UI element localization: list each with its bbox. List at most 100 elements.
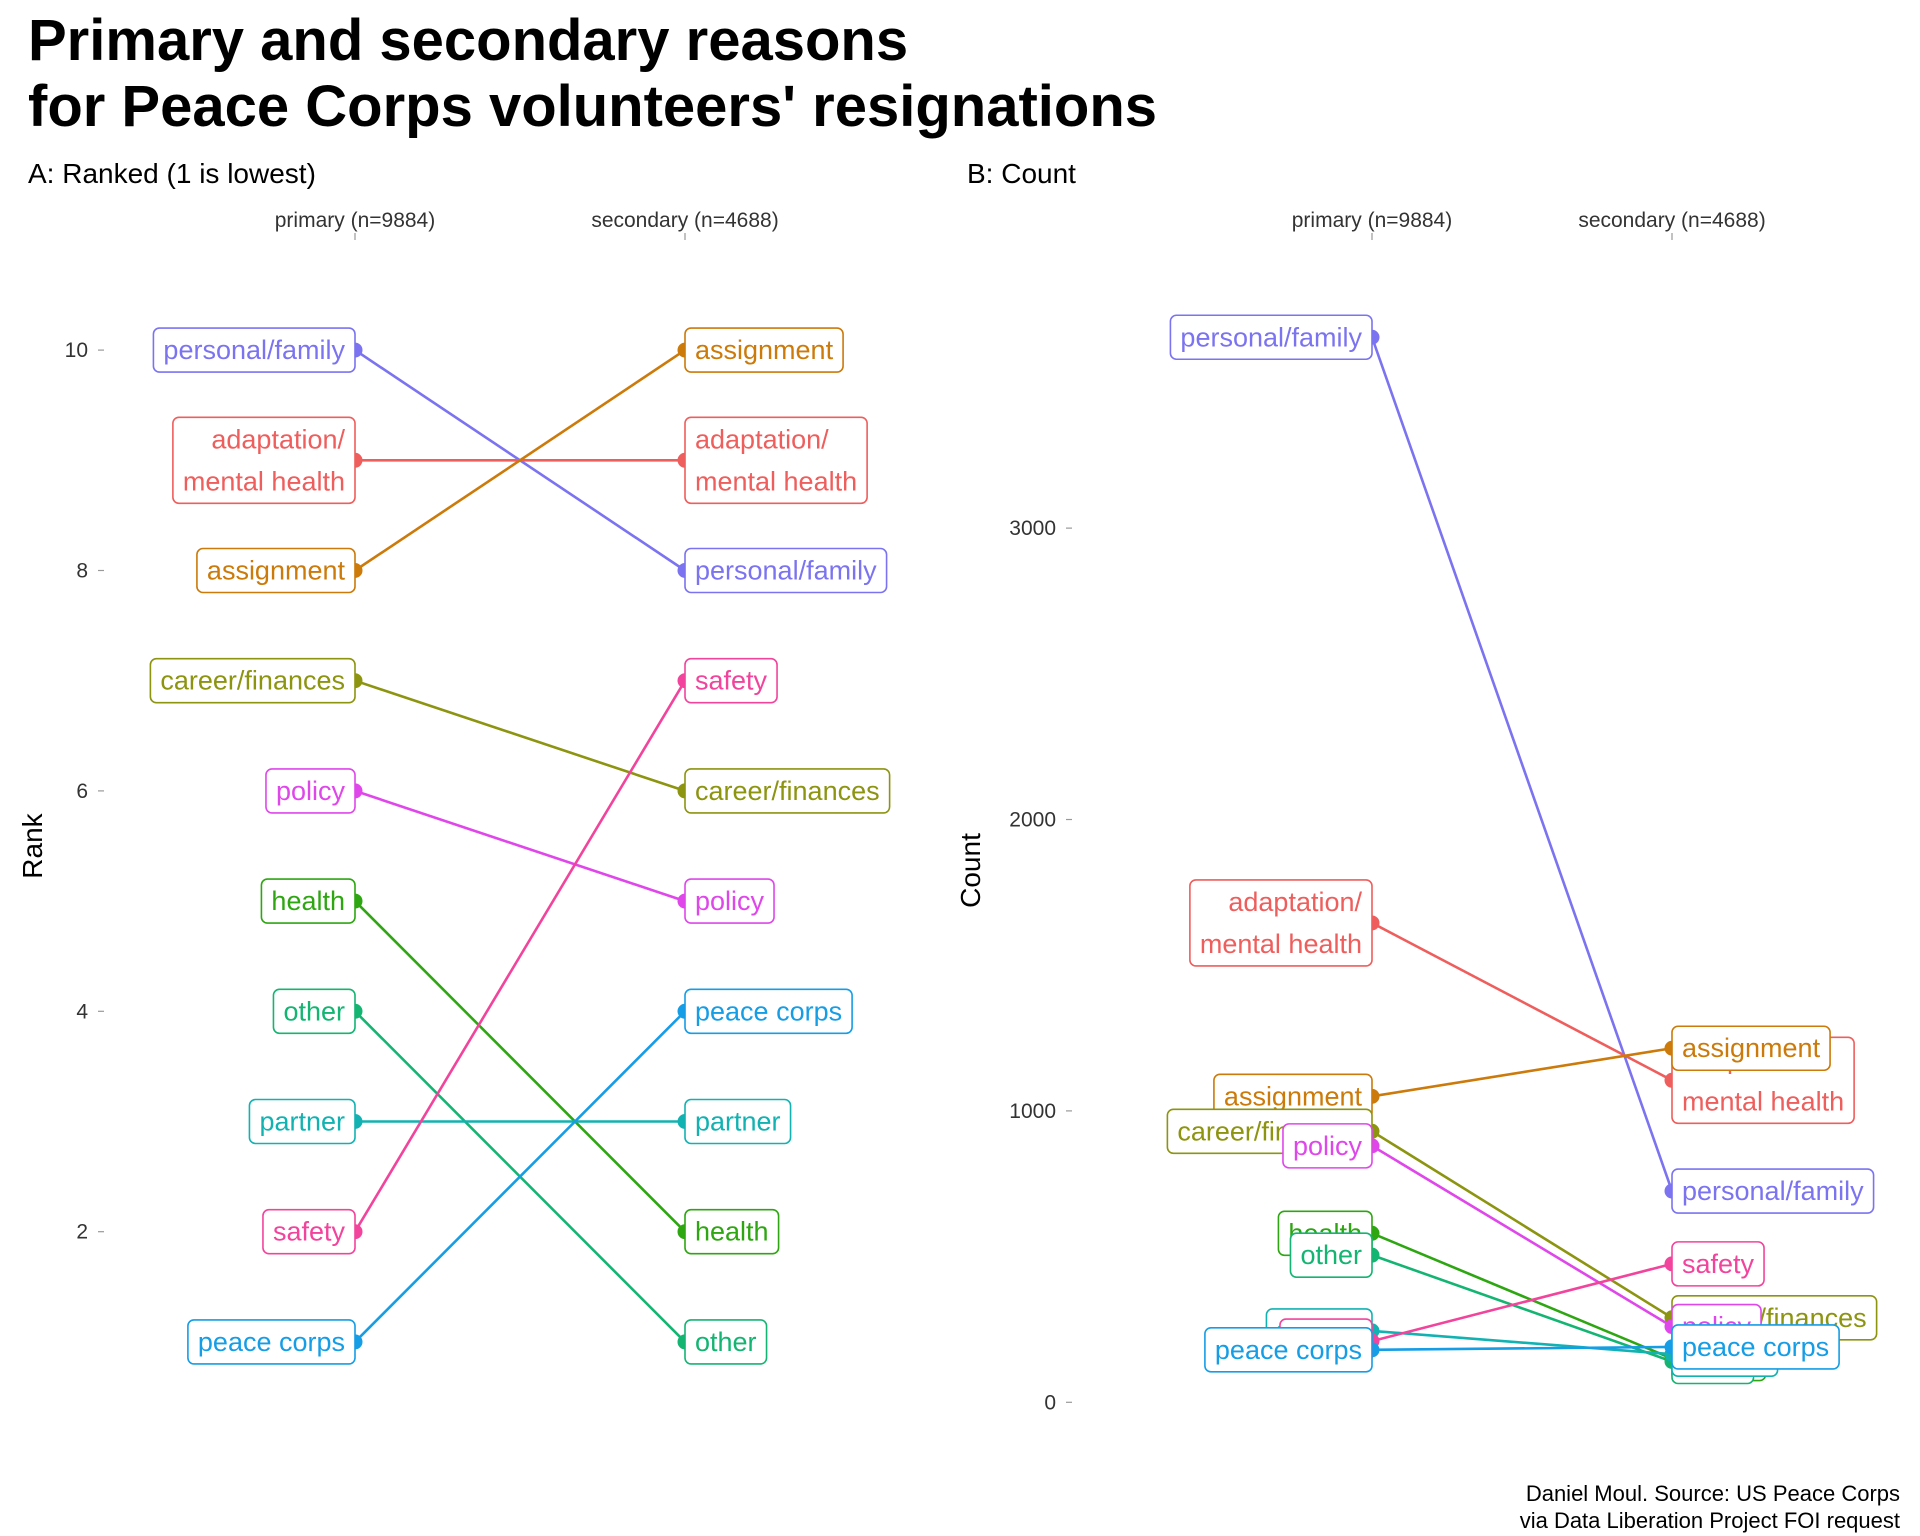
- data-label-text: mental health: [1200, 929, 1362, 959]
- data-label-text: safety: [1682, 1249, 1755, 1279]
- data-label-personal-family: personal/family: [152, 327, 356, 373]
- data-label-text: peace corps: [695, 996, 842, 1026]
- y-tick-label: 4: [76, 1000, 88, 1023]
- series-line-partner: [1371, 1329, 1673, 1356]
- x-tick-label: primary (n=9884): [275, 209, 435, 232]
- data-label-text: other: [283, 996, 345, 1026]
- data-label-text: mental health: [183, 466, 345, 496]
- chart-title-line-2: for Peace Corps volunteers' resignations: [28, 74, 1158, 139]
- chart-caption: Daniel Moul. Source: US Peace Corps via …: [1520, 1480, 1900, 1534]
- data-label-text: assignment: [1682, 1033, 1821, 1063]
- data-label-assignment: assignment: [684, 327, 844, 373]
- data-label-box: [684, 878, 775, 924]
- x-tick-label: primary (n=9884): [1292, 209, 1452, 232]
- data-label-text: personal/family: [1180, 322, 1362, 352]
- data-label-personal-family: personal/family: [1671, 1168, 1875, 1214]
- data-label-personal-family: personal/family: [684, 547, 888, 594]
- data-label-text: other: [1300, 1240, 1362, 1270]
- data-label-box: [1282, 1123, 1373, 1169]
- y-tick-label: 1000: [1009, 1100, 1056, 1123]
- data-label-text: health: [695, 1217, 769, 1247]
- data-label-box: [684, 1319, 768, 1365]
- data-label-box: [1671, 1168, 1875, 1214]
- data-label-box: [1204, 1327, 1373, 1373]
- y-tick-label: 10: [65, 339, 88, 362]
- y-tick-label: 6: [76, 780, 88, 803]
- data-label-box: [265, 768, 356, 814]
- data-label-text: policy: [1293, 1131, 1363, 1161]
- data-label-personal-family: personal/family: [1169, 314, 1373, 361]
- data-label-safety: safety: [262, 1208, 356, 1255]
- series-line-safety: [353, 680, 687, 1233]
- data-label-text: safety: [695, 666, 768, 696]
- y-tick-label: 0: [1044, 1391, 1056, 1414]
- data-label-policy: policy: [1282, 1123, 1373, 1169]
- data-label-other: other: [272, 988, 356, 1035]
- data-label-text: assignment: [1224, 1081, 1363, 1111]
- data-label-box: [1671, 1324, 1840, 1370]
- data-label-assignment: assignment: [1671, 1025, 1831, 1072]
- data-label-other: other: [1289, 1232, 1373, 1278]
- data-label-partner: partner: [684, 1098, 792, 1145]
- data-label-adaptation-mental-health: adaptation/mental health: [172, 416, 356, 505]
- series-line-adaptation-mental-health: [1371, 921, 1673, 1082]
- series-line-assignment: [1371, 1046, 1673, 1098]
- data-label-box: [1289, 1232, 1373, 1278]
- panel-title: A: Ranked (1 is lowest): [28, 158, 316, 189]
- data-label-text: assignment: [695, 335, 834, 365]
- series-line-safety: [1371, 1262, 1673, 1343]
- data-label-box: [1169, 314, 1373, 361]
- series-line-career-finances: [354, 679, 686, 793]
- data-label-assignment: assignment: [196, 547, 356, 594]
- data-label-box: [1671, 1241, 1765, 1287]
- series-line-personal-family: [1370, 336, 1674, 1192]
- series-line-peace-corps: [354, 1010, 686, 1343]
- data-label-assignment: assignment: [1213, 1073, 1373, 1120]
- data-label-peace-corps: peace corps: [1671, 1324, 1840, 1370]
- series-line-health: [354, 900, 686, 1233]
- caption-line-1: Daniel Moul. Source: US Peace Corps: [1525, 1481, 1900, 1506]
- data-label-box: [684, 988, 853, 1035]
- data-label-box: [684, 327, 844, 373]
- chart-title: Primary and secondary reasons for Peace …: [28, 8, 1157, 140]
- data-label-text: personal/family: [1682, 1176, 1864, 1206]
- chart-title-line-1: Primary and secondary reasons: [28, 8, 909, 73]
- data-label-peace-corps: peace corps: [1204, 1327, 1373, 1373]
- caption-line-2: via Data Liberation Project FOI request: [1519, 1508, 1900, 1533]
- data-label-text: peace corps: [1215, 1335, 1362, 1365]
- data-label-health: health: [684, 1208, 780, 1255]
- data-label-adaptation-mental-health: adaptation/mental health: [684, 416, 868, 505]
- panel-a: A: Ranked (1 is lowest)Rank246810primary…: [17, 158, 891, 1365]
- data-label-box: [248, 1098, 356, 1145]
- panel-title: B: Count: [967, 158, 1076, 189]
- data-label-safety: safety: [1671, 1241, 1765, 1287]
- data-label-text: peace corps: [1682, 1332, 1829, 1362]
- data-label-box: [152, 327, 356, 373]
- data-label-box: [684, 1208, 780, 1255]
- data-label-health: health: [260, 878, 356, 924]
- data-label-text: other: [695, 1327, 757, 1357]
- series-line-health: [1371, 1232, 1673, 1360]
- data-label-box: [260, 878, 356, 924]
- data-label-peace-corps: peace corps: [684, 988, 853, 1035]
- data-label-policy: policy: [684, 878, 775, 924]
- data-label-partner: partner: [248, 1098, 356, 1145]
- data-label-text: mental health: [1682, 1086, 1844, 1116]
- data-label-box: [684, 657, 778, 704]
- data-label-box: [187, 1319, 356, 1365]
- y-tick-label: 3000: [1009, 517, 1056, 540]
- data-label-text: safety: [273, 1217, 346, 1247]
- data-label-box: [684, 416, 868, 505]
- data-label-text: policy: [695, 886, 765, 916]
- data-label-text: peace corps: [198, 1327, 345, 1357]
- data-label-text: career/finances: [695, 776, 880, 806]
- data-label-text: partner: [695, 1107, 781, 1137]
- series-line-other: [1371, 1253, 1673, 1363]
- data-label-box: [196, 547, 356, 594]
- data-label-box: [684, 547, 888, 594]
- series-line-policy: [1371, 1144, 1673, 1328]
- data-label-box: [1189, 879, 1373, 967]
- y-tick-label: 2000: [1009, 809, 1056, 832]
